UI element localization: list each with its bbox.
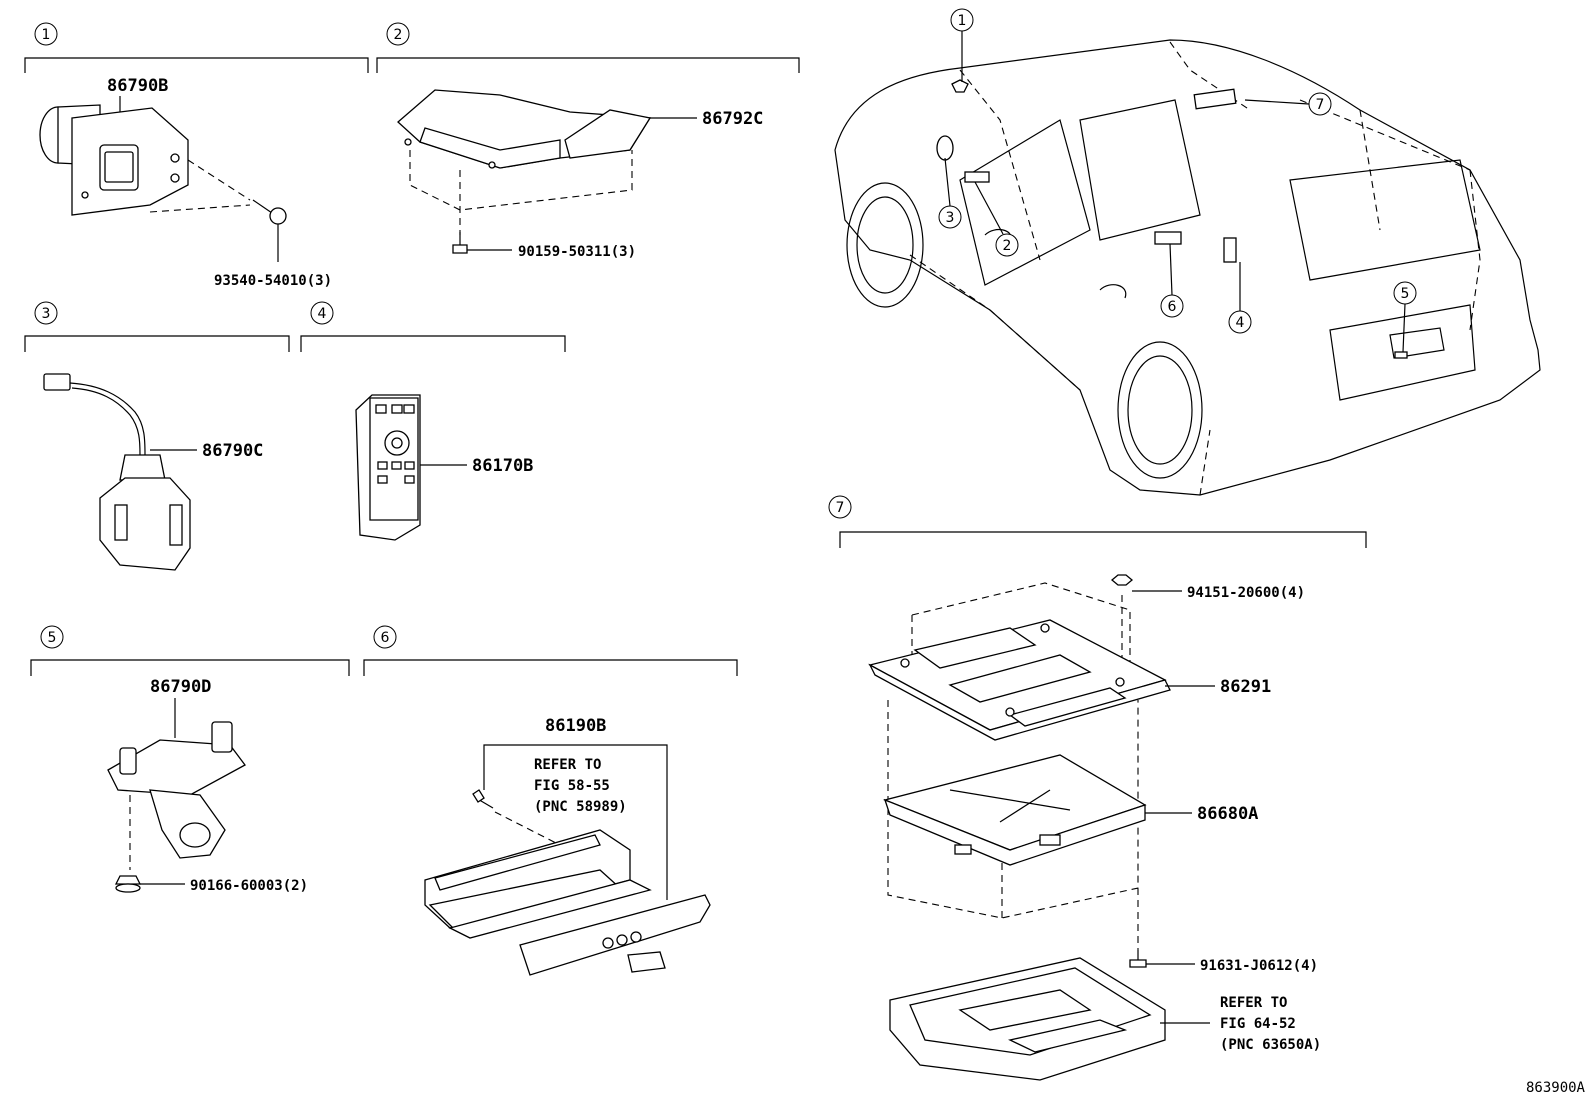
callout-1 [950,8,974,32]
section-5-number: 5 [48,630,57,646]
callout-4-text: 4 [1236,315,1245,331]
clip-90166-drawing [114,875,142,893]
section-7: 7 94151-20600(4) 86291 [828,495,1367,1081]
callout-3-text: 3 [946,210,955,226]
section-4: 4 86170B [300,301,566,541]
part-91631-J0612-label: 91631-J0612(4) [1200,958,1318,974]
section-7-number: 7 [836,500,845,516]
vehicle-drawing [834,39,1541,496]
callout-2 [995,233,1019,257]
camera-86790B-drawing [39,104,189,216]
section-2-bracket [376,57,800,73]
part-86790D-label: 86790D [150,677,211,697]
bolt-90159-drawing [452,232,468,254]
section-6-bracket [363,659,738,676]
section-6-number: 6 [381,630,390,646]
section-5-badge [40,625,64,649]
bolt-94151-drawing [1110,574,1134,586]
ref7-line1: REFER TO [1220,995,1287,1011]
section-3-number: 3 [42,306,51,322]
screw-86190B-drawing [472,789,494,809]
dashed-guides-1 [149,159,251,213]
screw-93540-drawing [252,199,287,225]
ref6-line1: REFER TO [534,757,601,773]
callout-1-text: 1 [958,13,967,29]
part-90159-50311-label: 90159-50311(3) [518,244,636,260]
section-6-badge [373,625,397,649]
part-86790C-label: 86790C [202,441,263,461]
section-1-number: 1 [42,27,51,43]
callout-7 [1308,92,1332,116]
part-93540-54010-label: 93540-54010(3) [214,273,332,289]
section-5: 5 86790D 90166-60003(2) [30,625,350,894]
dashed-guides-7 [887,582,1139,950]
section-7-bracket [839,531,1367,548]
console-63650A-drawing [889,957,1166,1081]
section-2-badge [386,22,410,46]
part-86291-label: 86291 [1220,677,1271,697]
figure-code: 863900A [1526,1080,1586,1096]
part-94151-20600-label: 94151-20600(4) [1187,585,1305,601]
section-1: 1 86790B 93540-54010(3) [24,22,369,289]
part-86170B-label: 86170B [472,456,533,476]
part-86190B-label: 86190B [545,716,606,736]
callout-4 [1228,310,1252,334]
section-4-number: 4 [318,306,327,322]
part-86680A-label: 86680A [1197,804,1258,824]
module-86792C-drawing [397,89,652,169]
dashed-guides-2 [409,150,633,235]
callout-2-text: 2 [1003,238,1012,254]
section-4-bracket [300,335,566,352]
section-3-badge [34,301,58,325]
section-3-bracket [24,335,290,352]
callout-7-text: 7 [1316,97,1325,113]
ref6-line3: (PNC 58989) [534,799,627,815]
callout-6-text: 6 [1168,299,1177,315]
callout-5 [1393,281,1417,305]
callout-6 [1160,294,1184,318]
section-5-bracket [30,659,350,676]
unit-86680A-drawing [882,754,1147,866]
part-90166-60003-label: 90166-60003(2) [190,878,308,894]
section-7-badge [828,495,852,519]
section-3: 3 86790C [24,301,290,571]
section-2: 2 86792C 90159-50311(3) [376,22,800,260]
callout-5-text: 5 [1401,286,1410,302]
camera-86790C-drawing [43,373,191,571]
part-86790B-label: 86790B [107,76,168,96]
callout-3 [938,205,962,229]
ref6-line2: FIG 58-55 [534,778,610,794]
section-1-bracket [24,57,369,73]
bracket-86291-drawing [868,619,1171,741]
vehicle-callouts: 1 7 3 2 6 4 5 [938,8,1417,353]
monitor-86190B-drawing [424,829,711,976]
remote-86170B-drawing [355,394,421,541]
ref7-line3: (PNC 63650A) [1220,1037,1321,1053]
leader-86190B [483,744,668,900]
section-6: 6 86190B REFER TO FIG 58-55 (PNC 58989) [363,625,738,976]
bolt-91631-drawing [1129,950,1147,968]
part-86792C-label: 86792C [702,109,763,129]
section-1-badge [34,22,58,46]
ref7-line2: FIG 64-52 [1220,1016,1296,1032]
dashed-guides-6 [494,811,561,846]
camera-86790D-drawing [107,721,246,859]
section-2-number: 2 [394,27,403,43]
section-4-badge [310,301,334,325]
